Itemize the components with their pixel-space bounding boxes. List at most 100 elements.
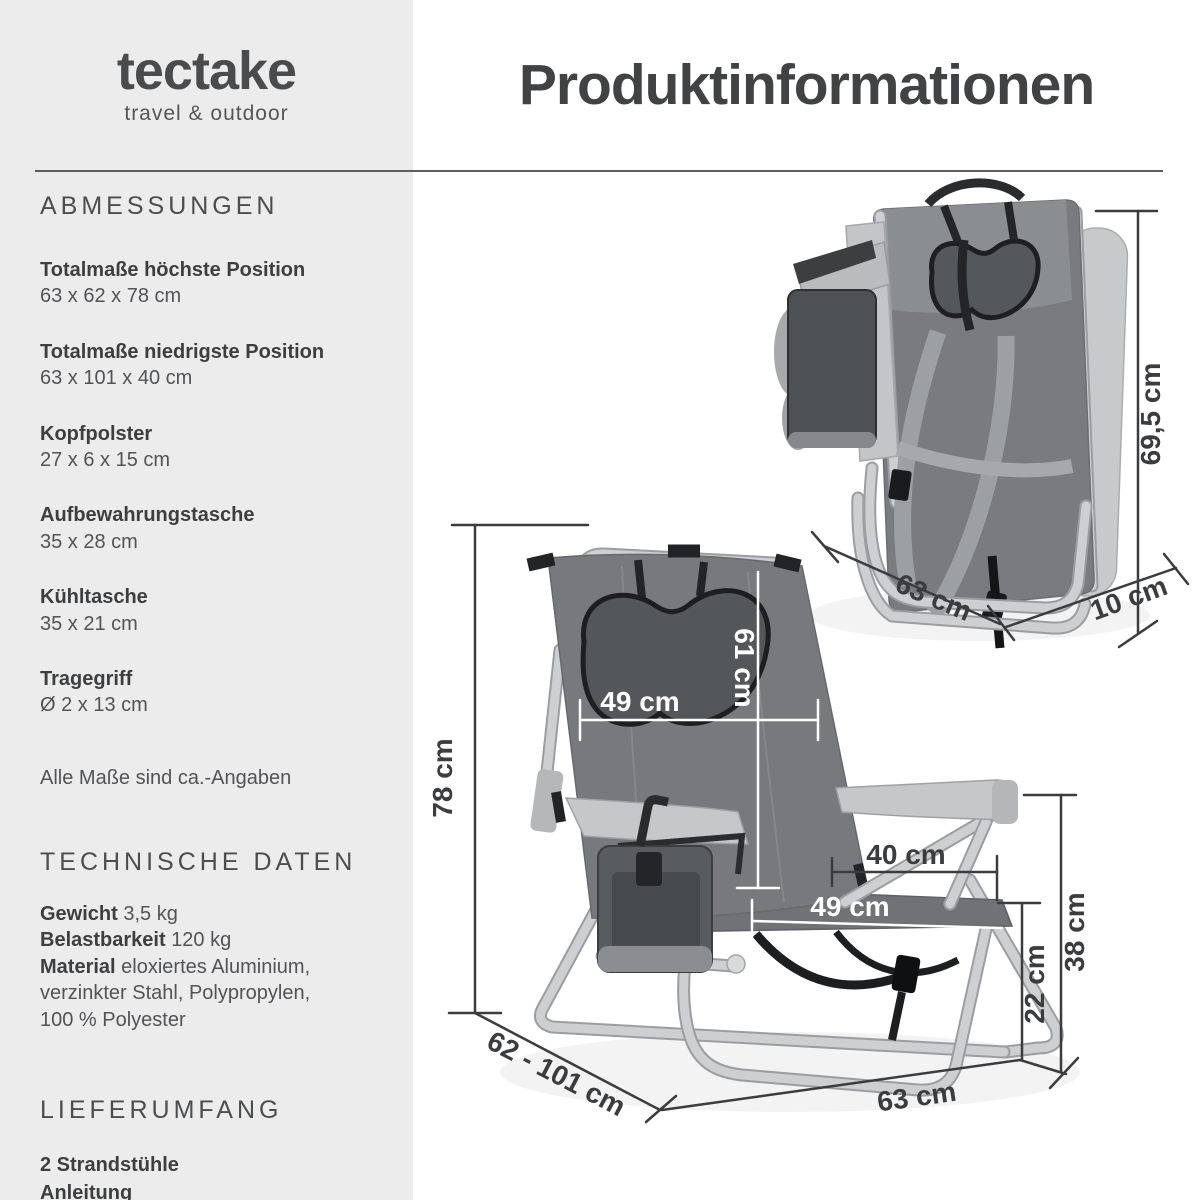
dim-line bbox=[660, 1058, 1022, 1112]
brand-logo: tectake travel & outdoor bbox=[0, 44, 413, 126]
strap-buckle bbox=[888, 469, 912, 501]
delivery-item: 2 Strandstühle bbox=[40, 1153, 179, 1176]
spec-value: Ø 2 x 13 cm bbox=[40, 694, 148, 717]
fabric-binding bbox=[551, 791, 566, 823]
pouch-mesh bbox=[612, 872, 700, 950]
tech-material-label: Material bbox=[40, 955, 116, 978]
spec-item: Aufbewahrungstasche 35 x 28 cm bbox=[40, 502, 380, 555]
folded-chair-shadow bbox=[810, 589, 1150, 641]
dim-line bbox=[1018, 1058, 1068, 1076]
spec-label: Totalmaße höchste Position bbox=[40, 259, 306, 281]
armrest-bracket bbox=[617, 832, 746, 875]
section-heading-abmessungen: ABMESSUNGEN bbox=[40, 192, 279, 220]
strap-tail bbox=[987, 555, 1005, 649]
folded-armrest-trim bbox=[793, 240, 876, 284]
spec-value: 63 x 62 x 78 cm bbox=[40, 285, 182, 308]
fabric-binding bbox=[773, 553, 802, 573]
seat-strap bbox=[833, 929, 960, 977]
tube-end-cap bbox=[726, 954, 746, 974]
page-title: Produktinformationen bbox=[518, 53, 1095, 117]
folded-bottom-tube-highlight bbox=[865, 463, 1091, 613]
pouch-trim bbox=[598, 946, 712, 972]
specs-column: ABMESSUNGEN Totalmaße höchste Position 6… bbox=[40, 192, 380, 1200]
header-divider bbox=[35, 170, 1163, 172]
folded-bump bbox=[774, 307, 814, 397]
rear-right-leg-highlight bbox=[965, 875, 1062, 1057]
folded-head-pillow bbox=[929, 238, 1041, 321]
pillow-strap bbox=[957, 239, 975, 332]
measurement-note: Alle Maße sind ca.-Angaben bbox=[40, 766, 292, 789]
tech-material-line: eloxiertes Aluminium, bbox=[121, 955, 311, 978]
open-chair-white-dimensions: 49 cm 61 cm 49 cm bbox=[578, 570, 1004, 946]
backrest-frame-highlight bbox=[561, 549, 811, 663]
fabric-binding bbox=[853, 862, 870, 896]
armrest-front-post-highlight bbox=[945, 817, 991, 909]
open-chair-shadow bbox=[500, 1032, 1080, 1112]
folded-right-tube-highlight bbox=[1071, 207, 1097, 591]
spec-label: Totalmaße niedrigste Position bbox=[40, 340, 325, 363]
dim-label-folded-height: 69,5 cm bbox=[1135, 363, 1166, 466]
spec-value: 35 x 28 cm bbox=[40, 530, 138, 553]
pillow-strap bbox=[634, 559, 646, 599]
tech-load-value: 120 kg bbox=[171, 929, 232, 952]
dim-line bbox=[810, 530, 840, 564]
folded-left-tube-highlight bbox=[875, 211, 901, 507]
dim-label-width: 63 cm bbox=[875, 1076, 958, 1118]
spec-item: Totalmaße höchste Position 63 x 62 x 78 … bbox=[40, 257, 380, 310]
left-armrest bbox=[564, 797, 750, 845]
pouch-clip bbox=[636, 852, 662, 886]
tech-weight-value: 3,5 kg bbox=[123, 902, 178, 925]
tech-weight: Gewicht 3,5 kg bbox=[40, 901, 380, 928]
dim-label-total-height: 78 cm bbox=[427, 738, 458, 817]
seat-fabric bbox=[660, 887, 1014, 933]
folded-armrest-arm bbox=[796, 241, 891, 311]
armrest-front-post bbox=[943, 815, 993, 911]
open-chair-dimensions: 78 cm 62 - 101 cm 63 cm 38 cm 22 cm 40 c… bbox=[427, 523, 1090, 1124]
folded-top-flap bbox=[884, 200, 1072, 314]
brand-name: tectake bbox=[116, 41, 297, 101]
folded-bump bbox=[782, 386, 814, 450]
folded-runner-tube bbox=[851, 491, 1092, 635]
spec-value: 63 x 101 x 40 cm bbox=[40, 367, 193, 390]
spec-value: 35 x 21 cm bbox=[40, 612, 138, 635]
tech-specs: Gewicht 3,5 kg Belastbarkeit 120 kg Mate… bbox=[40, 901, 380, 1034]
dim-line bbox=[822, 544, 1002, 626]
spec-item: Totalmaße niedrigste Position 63 x 101 x… bbox=[40, 339, 380, 392]
strap-buckle bbox=[981, 590, 1007, 626]
spec-item: Kühltasche 35 x 21 cm bbox=[40, 584, 380, 637]
dim-line bbox=[473, 1011, 662, 1112]
left-side-tube bbox=[537, 643, 567, 807]
spec-label: Kühltasche bbox=[40, 586, 148, 609]
dim-line bbox=[1162, 552, 1190, 586]
folded-side-roll bbox=[1055, 227, 1129, 597]
head-pillow bbox=[580, 588, 771, 727]
right-armrest bbox=[835, 779, 1017, 821]
fabric-binding bbox=[526, 552, 556, 572]
rear-left-leg-highlight bbox=[535, 901, 1009, 1057]
folded-right-tube bbox=[1069, 205, 1099, 593]
folded-chair-illustration bbox=[774, 178, 1150, 649]
dim-line bbox=[1117, 619, 1159, 649]
folded-left-tube bbox=[873, 209, 903, 509]
left-side-tube-highlight bbox=[539, 645, 565, 805]
dim-line bbox=[644, 1094, 678, 1124]
folded-runner-tube-highlight bbox=[853, 493, 1090, 633]
fabric-seam bbox=[747, 571, 785, 903]
fabric-seam bbox=[621, 565, 645, 913]
dim-label-armrest-depth: 40 cm bbox=[866, 839, 945, 870]
seat-front-tube-highlight bbox=[597, 951, 737, 971]
dim-label-folded-width: 63 cm bbox=[891, 567, 976, 627]
dim-label-back-length: 61 cm bbox=[729, 628, 760, 707]
side-pouch bbox=[597, 845, 713, 973]
seat-strap-tail bbox=[888, 991, 906, 1041]
delivery-item: Anleitung bbox=[40, 1181, 133, 1200]
dim-label-seat-width: 49 cm bbox=[810, 891, 889, 922]
section-heading-lieferumfang: LIEFERUMFANG bbox=[40, 1095, 283, 1124]
spec-item: Tragegriff Ø 2 x 13 cm bbox=[40, 666, 380, 719]
hinge-plate bbox=[530, 769, 564, 833]
seat-front-tube bbox=[595, 949, 739, 973]
open-chair-illustration bbox=[500, 544, 1080, 1112]
pillow-strap bbox=[940, 204, 962, 244]
dim-label-seat-height: 22 cm bbox=[1019, 944, 1050, 1023]
left-panel bbox=[0, 0, 413, 1200]
